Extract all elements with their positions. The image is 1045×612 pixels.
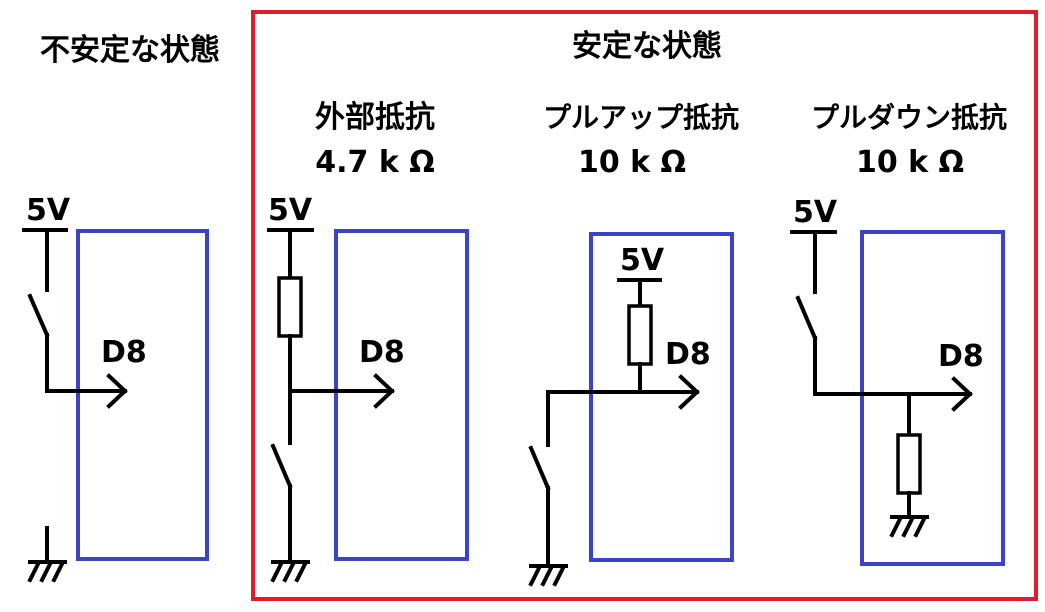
supply-label: 5V [793, 195, 838, 230]
circuit-external-resistor: 5V D8 [267, 193, 469, 583]
circuit-pullup-resistor: 5V D8 [528, 232, 734, 587]
ground-symbol [270, 560, 310, 583]
arrow-head [678, 374, 700, 410]
arrow-head [106, 373, 128, 409]
resistor [896, 433, 922, 495]
pin-box [860, 230, 1005, 566]
pin-label: D8 [665, 337, 711, 372]
pin-box [334, 229, 469, 561]
switch [270, 443, 293, 489]
switch [27, 293, 50, 338]
wire [45, 333, 127, 393]
supply-label: 5V [268, 193, 313, 228]
title-unstable: 不安定な状態 [40, 33, 220, 68]
supply-label: 5V [26, 193, 71, 228]
pin-label: D8 [359, 335, 405, 370]
external-resistor-value: 4.7 k Ω [315, 145, 435, 180]
pulldown-resistor-value: 10 k Ω [856, 145, 964, 180]
switch [795, 295, 818, 341]
supply-label: 5V [620, 243, 665, 278]
switch [528, 445, 551, 491]
resistor [277, 276, 303, 338]
arrow-head [951, 376, 973, 412]
wire [813, 336, 972, 396]
pin-box [589, 232, 734, 562]
pullup-resistor-value: 10 k Ω [578, 145, 686, 180]
title-stable: 安定な状態 [572, 29, 722, 64]
pin-label: D8 [101, 335, 147, 370]
ground-symbol [27, 560, 67, 583]
circuit-pulldown-resistor: 5V D8 [790, 195, 1005, 566]
arrow-head [373, 373, 395, 409]
circuit-unstable: 5V D8 [22, 193, 209, 583]
stable-frame [251, 10, 1038, 601]
pin-box [76, 229, 209, 561]
external-resistor-name: 外部抵抗 [315, 100, 435, 135]
pulldown-resistor-name: プルダウン抵抗 [811, 101, 1007, 134]
ground-symbol [528, 564, 568, 587]
ground-symbol [889, 515, 929, 538]
wire [546, 390, 699, 447]
pin-label: D8 [938, 339, 984, 374]
resistor [627, 304, 653, 366]
pullup-resistor-name: プルアップ抵抗 [543, 101, 739, 134]
